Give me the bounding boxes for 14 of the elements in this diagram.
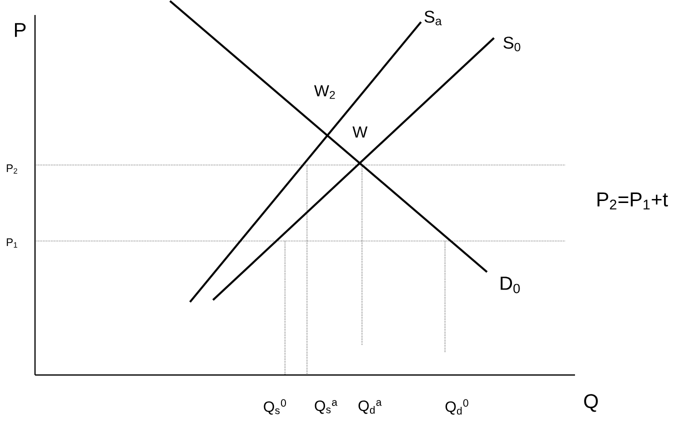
quantity-label: Q$_{d}$0 [446, 399, 468, 415]
axis-label: P [15, 23, 26, 37]
equation-label: P$_{2}$=P$_{1}$+t [598, 192, 668, 210]
price-label: P$_{2}$ [6, 164, 18, 174]
price-label: P$_{1}$ [6, 238, 18, 248]
quantity-label: Q$_{s}$0 [264, 399, 286, 415]
quantity-label: Q$_{d}$a [358, 400, 382, 414]
curve-label: S$_{0}$ [504, 36, 520, 52]
curve-label: D$_{0}$ [500, 276, 520, 294]
axis-label: Q [584, 394, 598, 412]
quantity-label: Q$_{s}$a [314, 400, 338, 414]
curve-label: S$_{a}$ [424, 10, 442, 26]
point-label: W [352, 126, 368, 138]
point-label: W$_{2}$ [314, 85, 335, 99]
